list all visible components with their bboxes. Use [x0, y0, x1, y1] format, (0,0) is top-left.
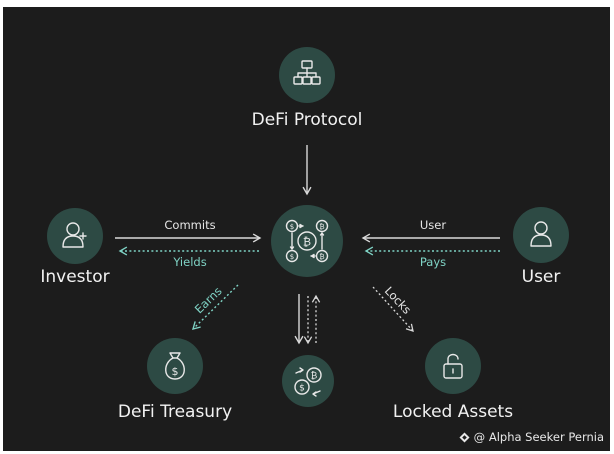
hub-circle — [271, 205, 343, 277]
earns-label: Earns — [192, 284, 225, 316]
svg-text:$: $ — [299, 384, 305, 394]
investor-label: Investor — [40, 267, 109, 287]
svg-text:₿: ₿ — [319, 223, 324, 231]
locked-circle — [425, 338, 481, 394]
svg-text:₿: ₿ — [319, 253, 324, 261]
exchange-node: ₿ $ — [282, 355, 334, 407]
svg-text:$: $ — [172, 365, 179, 378]
user-icon — [530, 221, 552, 247]
user-plus-icon — [62, 222, 87, 248]
locks-arrow — [372, 286, 414, 332]
pays-label: Pays — [420, 255, 446, 269]
credit-text: @ Alpha Seeker Pernia — [473, 430, 604, 444]
locked-label: Locked Assets — [393, 402, 513, 422]
protocol-node: DeFi Protocol — [252, 47, 363, 130]
svg-text:$: $ — [290, 253, 294, 261]
svg-text:₿: ₿ — [311, 371, 318, 382]
exchange-circle — [282, 355, 334, 407]
earns-arrow — [192, 284, 239, 330]
user-label: User — [522, 267, 561, 287]
unlocked-padlock-icon — [443, 353, 463, 379]
coin-exchange-icon: ₿ $ — [294, 367, 322, 397]
money-bag-icon: $ — [165, 352, 185, 380]
hub-node: ₿ $ ₿ $ ₿ — [271, 205, 343, 277]
user-node: User — [513, 207, 569, 287]
defi-flow-diagram: DeFi Protocol ₿ $ ₿ $ ₿ I — [40, 47, 569, 422]
treasury-circle — [147, 338, 203, 394]
commits-label: Commits — [164, 218, 215, 232]
diagram-frame: DeFi Protocol ₿ $ ₿ $ ₿ I — [3, 7, 610, 451]
svg-text:₿: ₿ — [303, 236, 311, 249]
network-hierarchy-icon — [293, 60, 321, 85]
protocol-label: DeFi Protocol — [252, 110, 363, 130]
yields-label: Yields — [172, 255, 206, 269]
diamond-logo-icon — [459, 431, 470, 443]
treasury-label: DeFi Treasury — [118, 402, 232, 422]
crypto-coins-hub-icon: ₿ $ ₿ $ ₿ — [285, 219, 329, 263]
user-edge-label: User — [420, 218, 446, 232]
locks-label: Locks — [382, 284, 414, 317]
svg-text:$: $ — [290, 223, 294, 231]
treasury-node: $ DeFi Treasury — [118, 338, 232, 422]
investor-node: Investor — [40, 208, 110, 287]
locked-node: Locked Assets — [393, 338, 513, 422]
credit: @ Alpha Seeker Pernia — [459, 430, 604, 444]
